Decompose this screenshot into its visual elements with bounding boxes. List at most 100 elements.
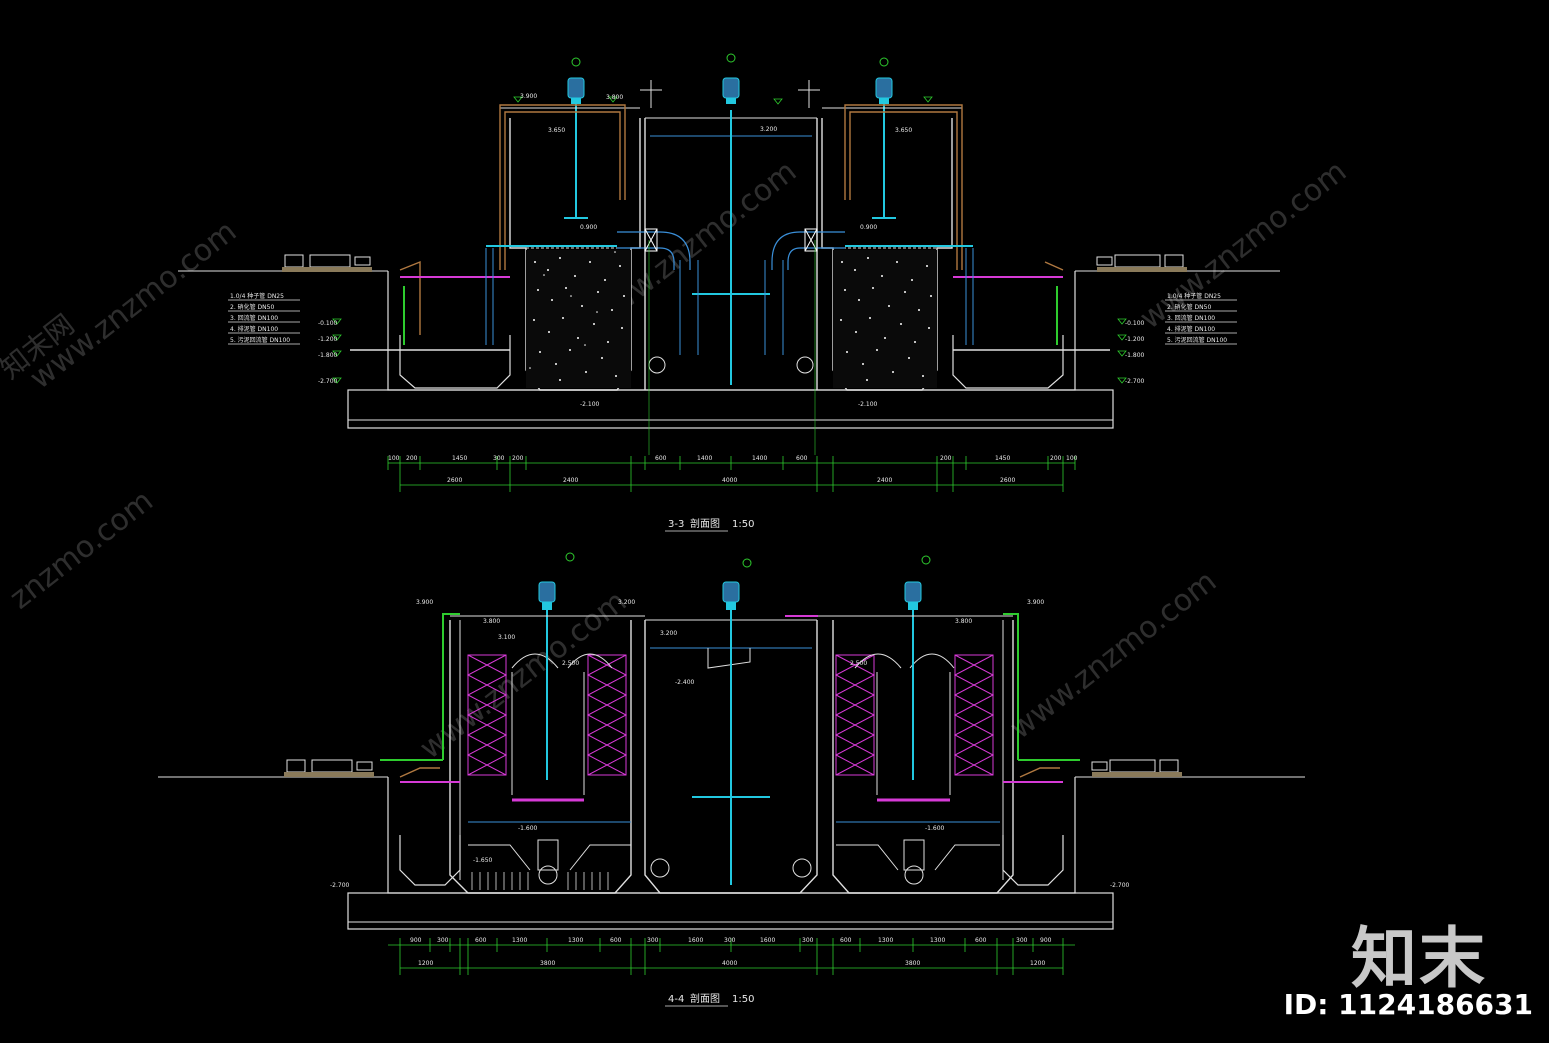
svg-text:-1.800: -1.800 — [318, 352, 338, 359]
svg-text:1300: 1300 — [512, 937, 527, 944]
watermark-6: www.znzmo.com — [1003, 564, 1223, 746]
pump-icon-right — [1096, 254, 1187, 272]
motor-icon — [538, 552, 575, 610]
svg-text:3. 回流管 DN100: 3. 回流管 DN100 — [1167, 314, 1215, 322]
svg-text:-2.700: -2.700 — [1125, 378, 1145, 385]
svg-text:-1.650: -1.650 — [473, 857, 493, 864]
svg-text:3.900: 3.900 — [1027, 599, 1044, 606]
svg-text:4. 排泥管 DN100: 4. 排泥管 DN100 — [230, 325, 278, 333]
svg-text:2400: 2400 — [877, 477, 892, 484]
svg-text:1.0/4 种子管 DN25: 1.0/4 种子管 DN25 — [1167, 292, 1221, 300]
svg-text:1450: 1450 — [995, 455, 1010, 462]
motor-icon — [722, 53, 740, 104]
svg-text:3.650: 3.650 — [548, 127, 565, 134]
watermark-5: www.znzmo.com — [413, 584, 633, 766]
svg-text:-2.100: -2.100 — [858, 401, 878, 408]
svg-text:1300: 1300 — [568, 937, 583, 944]
section-scale-3-3: 1:50 — [732, 519, 754, 530]
svg-text:2.500: 2.500 — [850, 660, 867, 667]
svg-text:900: 900 — [410, 937, 422, 944]
svg-text:600: 600 — [475, 937, 487, 944]
svg-text:3.900: 3.900 — [520, 93, 537, 100]
svg-text:2400: 2400 — [563, 477, 578, 484]
filter-media-left — [526, 250, 631, 388]
svg-text:4000: 4000 — [722, 477, 737, 484]
svg-text:1400: 1400 — [752, 455, 767, 462]
svg-text:3.200: 3.200 — [660, 630, 677, 637]
svg-text:100: 100 — [1066, 455, 1078, 462]
svg-text:1300: 1300 — [878, 937, 893, 944]
packing-left — [466, 654, 628, 776]
section-title-3-3: 3-3 — [668, 519, 684, 530]
svg-text:5. 污泥回流管 DN100: 5. 污泥回流管 DN100 — [230, 336, 290, 344]
svg-text:1450: 1450 — [452, 455, 467, 462]
filter-media-dots-right — [840, 257, 932, 381]
svg-text:600: 600 — [655, 455, 667, 462]
filter-media-dots-left — [529, 251, 625, 381]
svg-text:1200: 1200 — [418, 960, 433, 967]
svg-text:200: 200 — [406, 455, 418, 462]
svg-text:1300: 1300 — [930, 937, 945, 944]
svg-text:-2.700: -2.700 — [330, 882, 350, 889]
svg-text:-0.100: -0.100 — [1125, 320, 1145, 327]
svg-text:0.900: 0.900 — [860, 224, 877, 231]
svg-text:-0.100: -0.100 — [318, 320, 338, 327]
motor-icon — [875, 57, 893, 104]
watermark-1: www.znzmo.com — [23, 214, 243, 396]
svg-text:-1.200: -1.200 — [318, 336, 338, 343]
motor-icon — [904, 555, 931, 610]
svg-text:4. 排泥管 DN100: 4. 排泥管 DN100 — [1167, 325, 1215, 333]
svg-text:300: 300 — [493, 455, 505, 462]
svg-text:1600: 1600 — [688, 937, 703, 944]
svg-text:3800: 3800 — [540, 960, 555, 967]
svg-text:-2.700: -2.700 — [1110, 882, 1130, 889]
section-3-3: 1.0/4 种子管 DN25 2. 硝化管 DN50 3. 回流管 DN100 … — [178, 53, 1280, 532]
svg-text:3.800: 3.800 — [606, 94, 623, 101]
filter-media-right — [833, 250, 937, 388]
svg-text:300: 300 — [647, 937, 659, 944]
svg-text:600: 600 — [796, 455, 808, 462]
svg-text:-1.600: -1.600 — [518, 825, 538, 832]
svg-text:1200: 1200 — [1030, 960, 1045, 967]
svg-text:3.200: 3.200 — [618, 599, 635, 606]
section-title-3-3-suffix: 剖面图 — [690, 517, 720, 530]
svg-text:100: 100 — [388, 455, 400, 462]
svg-text:1400: 1400 — [697, 455, 712, 462]
svg-text:3800: 3800 — [905, 960, 920, 967]
svg-text:-1.600: -1.600 — [925, 825, 945, 832]
svg-text:3.650: 3.650 — [895, 127, 912, 134]
svg-text:3.200: 3.200 — [760, 126, 777, 133]
svg-text:-2.100: -2.100 — [580, 401, 600, 408]
svg-text:300: 300 — [1016, 937, 1028, 944]
packing-right — [834, 654, 995, 776]
section-title-4-4-suffix: 剖面图 — [690, 992, 720, 1005]
svg-text:200: 200 — [1050, 455, 1062, 462]
svg-text:600: 600 — [840, 937, 852, 944]
svg-text:900: 900 — [1040, 937, 1052, 944]
section-4-4: 3.900 3.800 3.100 2.500 3.200 -2.400 -1.… — [158, 552, 1305, 1007]
svg-text:2.500: 2.500 — [562, 660, 579, 667]
svg-text:2600: 2600 — [447, 477, 462, 484]
pump-icon-left — [282, 254, 372, 272]
image-id-label: ID: 1124186631 — [1283, 988, 1533, 1021]
svg-text:3.900: 3.900 — [416, 599, 433, 606]
section-title-4-4: 4-4 — [668, 994, 684, 1005]
svg-text:200: 200 — [940, 455, 952, 462]
svg-text:300: 300 — [724, 937, 736, 944]
svg-text:200: 200 — [512, 455, 524, 462]
svg-text:1600: 1600 — [760, 937, 775, 944]
svg-text:2600: 2600 — [1000, 477, 1015, 484]
svg-text:-2.700: -2.700 — [318, 378, 338, 385]
watermark-layer: www.znzmo.com www.znzmo.com www.znzmo.co… — [0, 154, 1353, 766]
svg-text:-1.800: -1.800 — [1125, 352, 1145, 359]
svg-text:3.800: 3.800 — [483, 618, 500, 625]
svg-text:600: 600 — [975, 937, 987, 944]
svg-text:3. 回流管 DN100: 3. 回流管 DN100 — [230, 314, 278, 322]
svg-text:2. 硝化管 DN50: 2. 硝化管 DN50 — [1167, 303, 1211, 311]
svg-text:5. 污泥回流管 DN100: 5. 污泥回流管 DN100 — [1167, 336, 1227, 344]
pump-icon-right — [1091, 759, 1182, 777]
svg-text:1.0/4 种子管 DN25: 1.0/4 种子管 DN25 — [230, 292, 284, 300]
brand-logo: 知末 — [1351, 920, 1487, 997]
svg-text:0.900: 0.900 — [580, 224, 597, 231]
